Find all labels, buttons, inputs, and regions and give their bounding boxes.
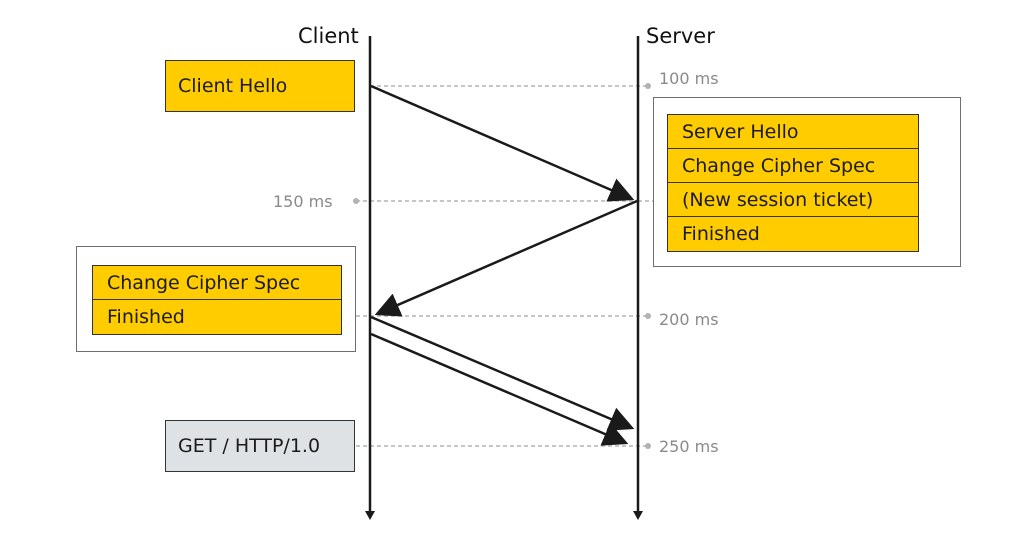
new-session-ticket-message: (New session ticket) xyxy=(668,183,918,217)
server-finished-message: Finished xyxy=(668,217,918,251)
guide-dot-100ms xyxy=(645,83,651,89)
server-lifeline-arrow-icon xyxy=(633,511,643,520)
get-request-message: GET / HTTP/1.0 xyxy=(165,420,355,472)
arrow-client-finished xyxy=(370,315,635,431)
server-message-stack: Server Hello Change Cipher Spec (New ses… xyxy=(667,114,919,252)
arrow-server-hello xyxy=(374,199,638,317)
client-lifeline-arrow-icon xyxy=(365,511,375,520)
server-change-cipher-spec-message: Change Cipher Spec xyxy=(668,149,918,183)
server-response-frame: Server Hello Change Cipher Spec (New ses… xyxy=(653,97,961,267)
guide-dot-200ms xyxy=(645,313,651,319)
server-lane-title: Server xyxy=(646,24,715,48)
client-finish-stack: Change Cipher Spec Finished xyxy=(92,265,342,335)
client-finish-frame: Change Cipher Spec Finished xyxy=(76,246,356,352)
client-change-cipher-spec-message: Change Cipher Spec xyxy=(93,266,341,300)
client-lane-title: Client xyxy=(298,24,359,48)
client-finished-message: Finished xyxy=(93,300,341,334)
arrow-client-hello xyxy=(370,84,635,202)
time-label-100ms: 100 ms xyxy=(659,69,719,88)
client-hello-message: Client Hello xyxy=(165,60,355,112)
time-label-200ms: 200 ms xyxy=(659,310,719,329)
guide-dot-250ms xyxy=(645,443,651,449)
guide-dot-150ms xyxy=(353,198,359,204)
server-hello-message: Server Hello xyxy=(668,115,918,149)
time-label-150ms: 150 ms xyxy=(273,192,333,211)
arrow-get-request xyxy=(370,332,629,446)
time-label-250ms: 250 ms xyxy=(659,437,719,456)
